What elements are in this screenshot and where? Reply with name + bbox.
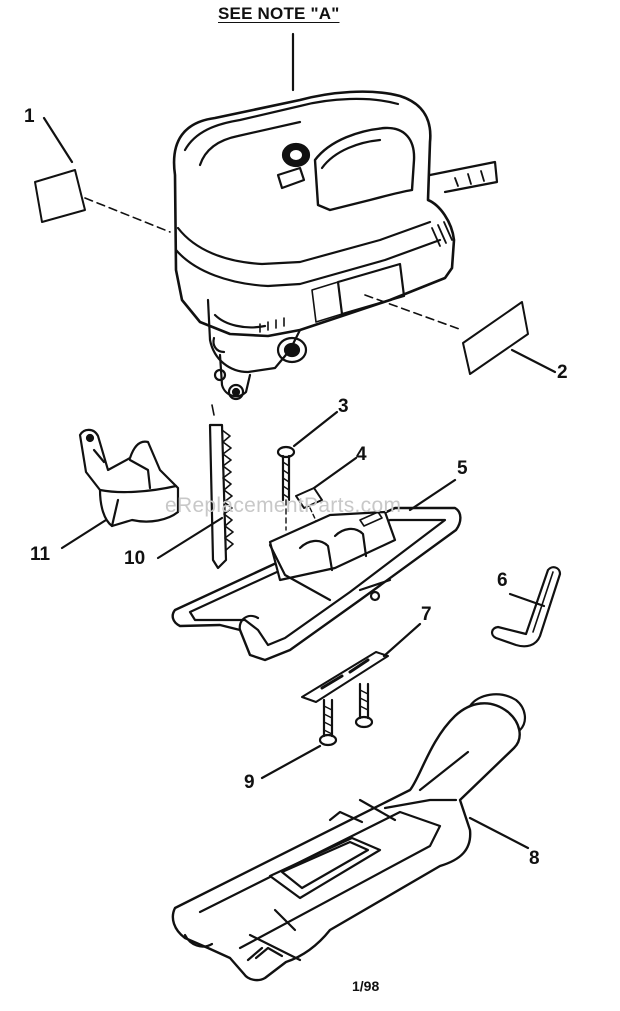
leader-6 bbox=[508, 592, 546, 608]
label-plate-2 bbox=[462, 301, 529, 375]
clamp-plate-7 bbox=[301, 651, 389, 703]
dust-adapter-8 bbox=[171, 693, 526, 982]
leader-2 bbox=[510, 348, 557, 374]
callout-3: 3 bbox=[338, 396, 349, 417]
leader-11 bbox=[60, 518, 108, 550]
part-4 bbox=[295, 487, 323, 509]
screws-9 bbox=[318, 682, 374, 747]
callout-1: 1 bbox=[24, 106, 35, 127]
page-number: 1/98 bbox=[352, 978, 380, 994]
leader-1 bbox=[42, 116, 74, 164]
leader-10 bbox=[156, 516, 224, 560]
leader-3 bbox=[292, 410, 339, 448]
callout-4: 4 bbox=[356, 444, 367, 465]
shoe-plate-5 bbox=[171, 506, 462, 662]
screw-3 bbox=[276, 445, 296, 531]
callout-6: 6 bbox=[497, 570, 508, 591]
callout-11: 11 bbox=[30, 544, 51, 565]
callout-10: 10 bbox=[124, 548, 146, 569]
callout-9: 9 bbox=[244, 772, 255, 793]
leader-9 bbox=[260, 744, 322, 780]
blade-guard-11 bbox=[78, 428, 180, 528]
saw-blade-10 bbox=[208, 404, 234, 570]
leader-8 bbox=[468, 816, 530, 850]
leader-4 bbox=[312, 456, 358, 490]
watermark: eReplacementParts.com bbox=[165, 494, 402, 517]
callout-5: 5 bbox=[457, 458, 468, 479]
jigsaw-body bbox=[172, 90, 499, 401]
callout-2: 2 bbox=[557, 362, 568, 383]
callout-7: 7 bbox=[421, 604, 432, 625]
label-plate-1 bbox=[34, 169, 86, 223]
callout-8: 8 bbox=[529, 848, 540, 869]
leader-7 bbox=[382, 622, 422, 658]
leader-5 bbox=[408, 478, 457, 512]
note-a-label: SEE NOTE "A" bbox=[218, 4, 340, 23]
hex-key-6 bbox=[491, 566, 562, 648]
